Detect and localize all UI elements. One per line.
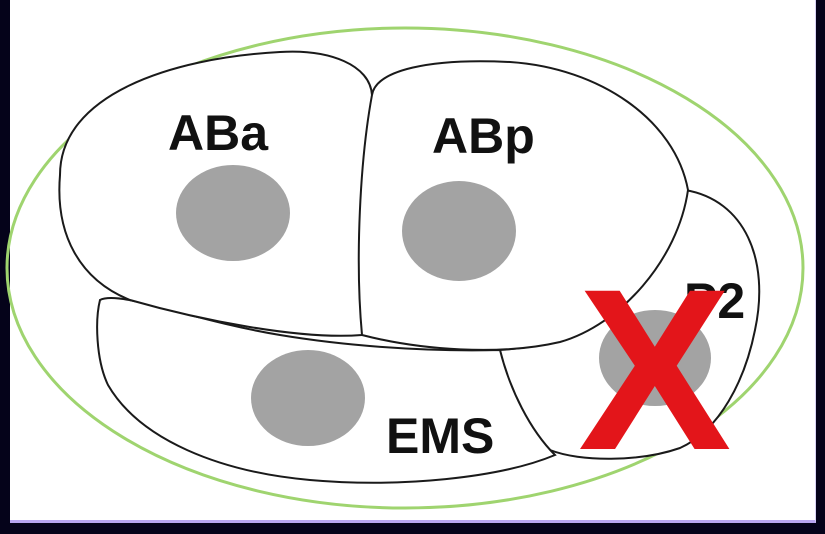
nucleus-ems (251, 350, 365, 446)
label-abp: ABp (432, 108, 535, 164)
eggshell-outline (5, 26, 805, 510)
label-ems: EMS (386, 408, 494, 464)
nucleus-p2 (599, 310, 711, 406)
label-aba: ABa (168, 105, 269, 161)
label-p2: P2 (684, 273, 745, 329)
nucleus-aba (176, 165, 290, 261)
nucleus-abp (402, 181, 516, 281)
ablation-mark: X (578, 241, 731, 498)
